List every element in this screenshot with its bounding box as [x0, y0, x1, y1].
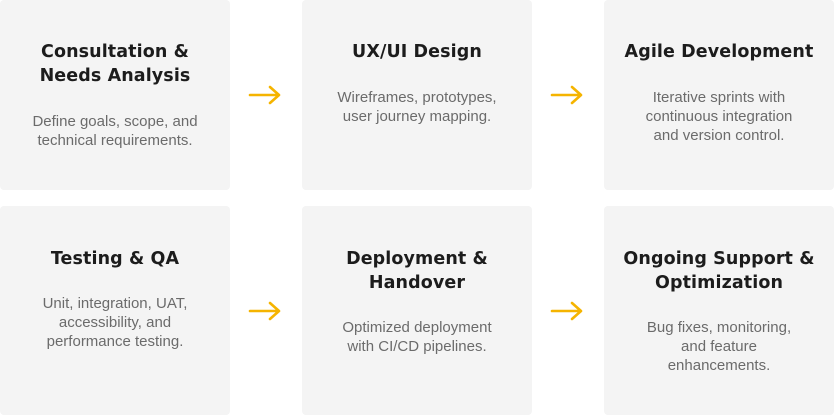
step-description-line: Bug fixes, monitoring,	[646, 319, 792, 336]
step-title-line: Optimization	[654, 273, 784, 293]
step-card-ongoing-support: Ongoing Support & Optimization Bug fixes…	[604, 206, 834, 415]
step-title: Testing & QA	[8, 247, 222, 271]
step-title-line: Testing & QA	[50, 249, 180, 269]
step-title: Deployment & Handover	[310, 247, 524, 295]
arrow-right-icon	[550, 84, 584, 106]
step-description: Unit, integration, UAT, accessibility, a…	[10, 294, 220, 351]
step-description: Optimized deployment with CI/CD pipeline…	[312, 318, 522, 356]
step-description-line: enhancements.	[667, 357, 771, 374]
step-title-line: Consultation &	[41, 42, 189, 62]
step-title-line: Deployment &	[346, 249, 488, 269]
step-description-line: Optimized deployment	[342, 319, 492, 336]
step-title: Consultation & Needs Analysis	[8, 40, 222, 88]
step-description: Define goals, scope, and technical requi…	[10, 112, 220, 150]
step-description: Iterative sprints with continuous integr…	[614, 88, 824, 145]
step-title-line: Handover	[368, 273, 466, 293]
step-description-line: continuous integration	[645, 108, 793, 125]
step-description: Wireframes, prototypes, user journey map…	[312, 88, 522, 126]
step-title: UX/UI Design	[310, 40, 524, 64]
step-title: Ongoing Support & Optimization	[612, 247, 826, 295]
step-description-line: Unit, integration, UAT,	[42, 295, 188, 312]
step-description-line: Wireframes, prototypes,	[337, 89, 497, 106]
step-title-line: Ongoing Support &	[623, 249, 815, 269]
arrow-right-icon	[248, 300, 282, 322]
step-description-line: and version control.	[653, 127, 785, 144]
arrow-right-icon	[550, 300, 584, 322]
step-title-line: UX/UI Design	[352, 42, 482, 62]
step-card-deployment-handover: Deployment & Handover Optimized deployme…	[302, 206, 532, 415]
step-description-line: with CI/CD pipelines.	[347, 338, 487, 355]
step-card-ux-ui-design: UX/UI Design Wireframes, prototypes, use…	[302, 0, 532, 190]
step-description-line: accessibility, and	[58, 314, 172, 331]
arrow-right-icon	[248, 84, 282, 106]
step-description-line: user journey mapping.	[342, 108, 492, 125]
step-card-agile-development: Agile Development Iterative sprints with…	[604, 0, 834, 190]
step-title: Agile Development	[612, 40, 826, 64]
step-description-line: technical requirements.	[37, 132, 193, 149]
step-description-line: performance testing.	[46, 333, 184, 350]
step-description-line: Define goals, scope, and	[32, 113, 198, 130]
step-card-consultation: Consultation & Needs Analysis Define goa…	[0, 0, 230, 190]
step-description-line: and feature	[681, 338, 757, 355]
step-description: Bug fixes, monitoring, and feature enhan…	[614, 318, 824, 375]
step-title-line: Needs Analysis	[39, 66, 191, 86]
step-description-line: Iterative sprints with	[652, 89, 786, 106]
step-card-testing-qa: Testing & QA Unit, integration, UAT, acc…	[0, 206, 230, 415]
step-title-line: Agile Development	[624, 42, 814, 62]
